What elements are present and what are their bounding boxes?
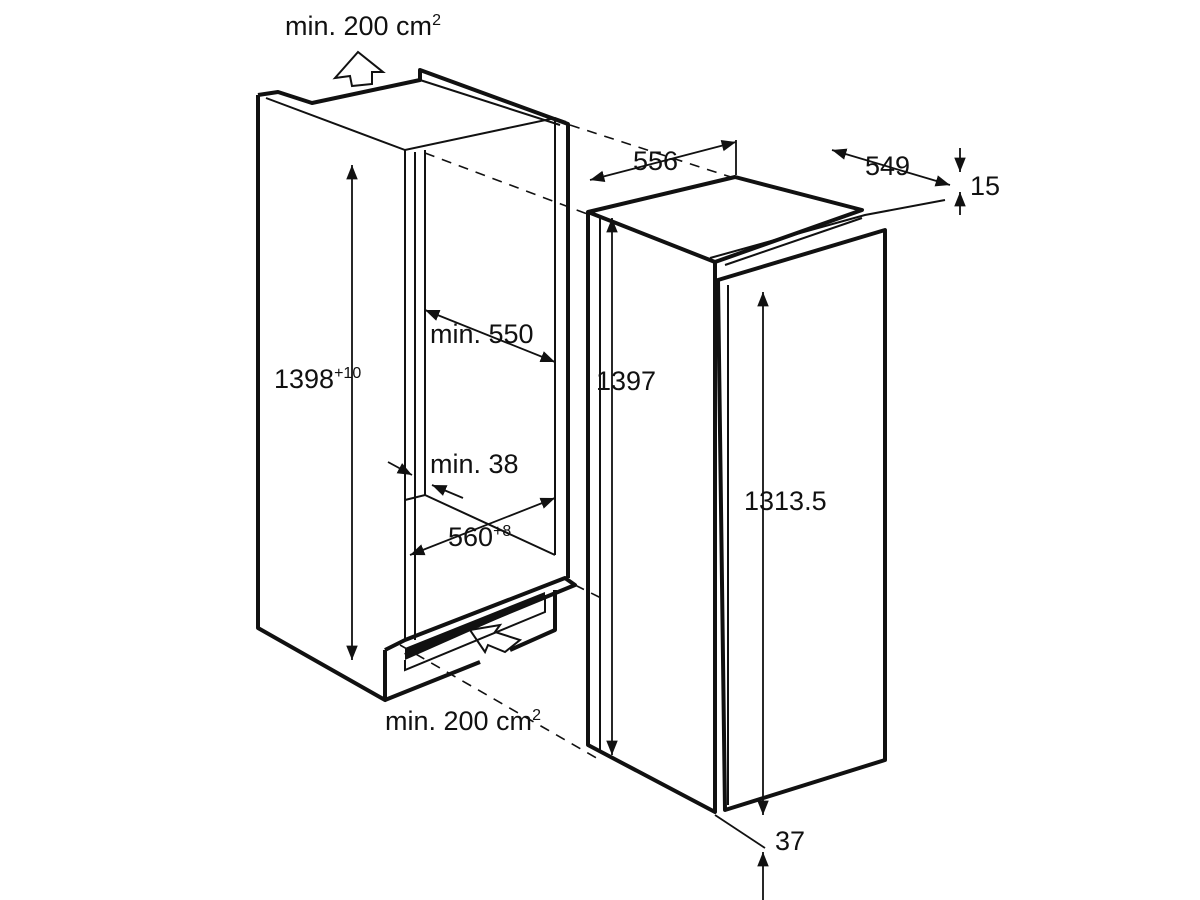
niche-depth-label: min. 550 <box>430 319 534 349</box>
dimension-lines <box>346 140 966 900</box>
vent-bottom-label: min. 200 cm2 <box>385 706 541 736</box>
appliance-width-label: 556 <box>633 146 678 176</box>
door-height-label: 1313.5 <box>744 486 827 516</box>
niche-width-label: 560+8 <box>448 522 511 552</box>
bottom-gap-label: 37 <box>775 826 805 856</box>
appliance-depth-label: 549 <box>865 151 910 181</box>
niche-height-label: 1398+10 <box>274 364 361 394</box>
appliance <box>586 175 946 814</box>
min-38-label: min. 38 <box>430 449 519 479</box>
top-gap-label: 15 <box>970 171 1000 201</box>
appliance-height-label: 1397 <box>596 366 656 396</box>
vent-top-label: min. 200 cm2 <box>285 11 441 41</box>
vent-arrow-up-icon <box>332 50 386 88</box>
vent-arrow-in-icon <box>468 623 523 655</box>
niche-cabinet <box>256 50 577 702</box>
